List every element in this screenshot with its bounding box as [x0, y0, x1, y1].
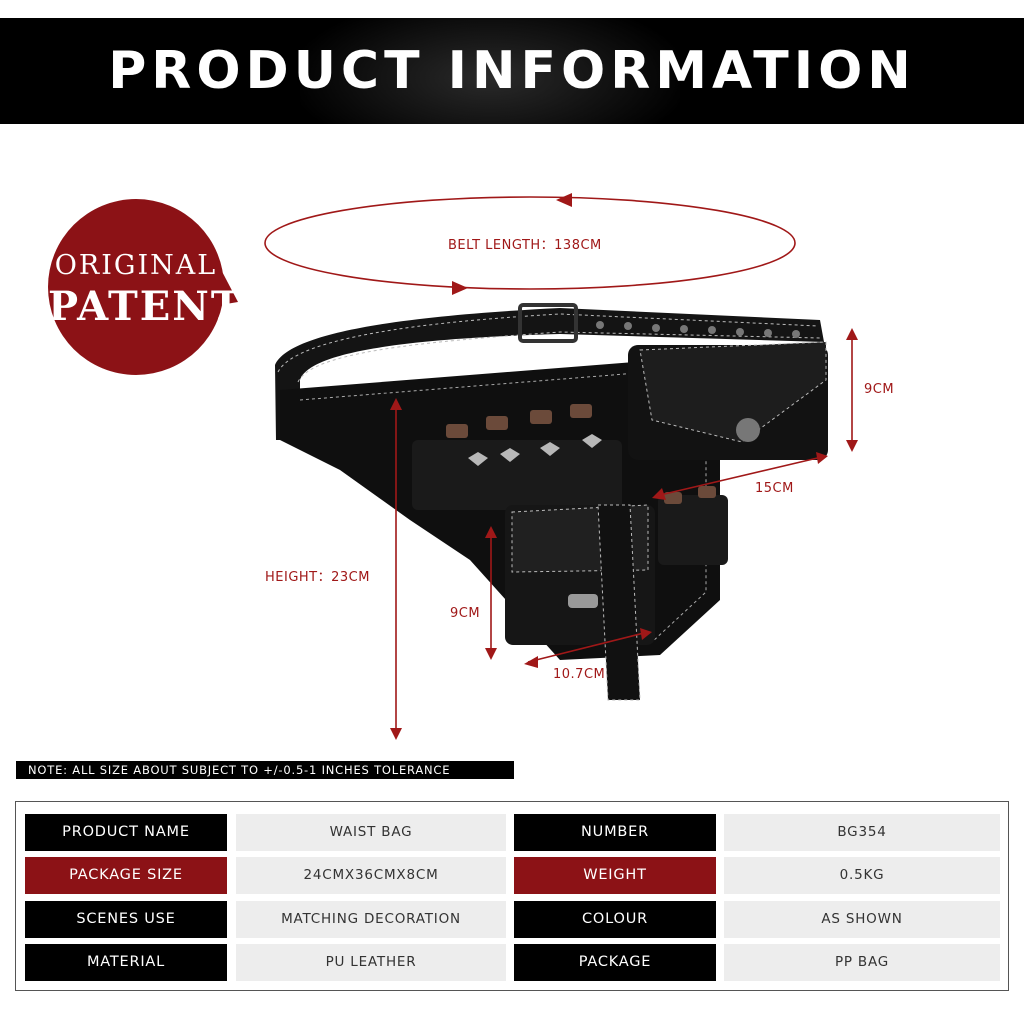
top-pouch-width-label: 15CM	[755, 481, 794, 496]
spec-label-weight: WEIGHT	[514, 857, 716, 894]
header-background-figure	[300, 18, 680, 124]
spec-label-product-name: PRODUCT NAME	[25, 814, 227, 851]
spec-table: PRODUCT NAME WAIST BAG NUMBER BG354 PACK…	[15, 801, 1009, 991]
spec-label-material: MATERIAL	[25, 944, 227, 981]
spec-value-weight: 0.5KG	[724, 857, 1000, 894]
belt-length-ellipse	[264, 193, 796, 295]
front-pouch-height-label: 9CM	[450, 606, 481, 621]
spec-value-material: PU LEATHER	[236, 944, 506, 981]
spec-value-colour: AS SHOWN	[724, 901, 1000, 938]
height-label: HEIGHT：23CM	[265, 570, 370, 585]
spec-value-product-name: WAIST BAG	[236, 814, 506, 851]
vial-holder	[412, 404, 622, 510]
dimension-arrows	[390, 328, 858, 740]
badge-line-patent: PATENT	[48, 283, 243, 330]
top-pouch-height-label: 9CM	[864, 382, 895, 397]
small-vials	[658, 486, 728, 565]
spec-value-number: BG354	[724, 814, 1000, 851]
belt-length-label: BELT LENGTH：138CM	[448, 238, 602, 253]
original-patent-badge	[48, 199, 238, 375]
waist-bag-image	[264, 193, 858, 740]
front-pouch-width-label: 10.7CM	[553, 667, 606, 682]
top-pouch	[628, 341, 828, 460]
spec-label-package: PACKAGE	[514, 944, 716, 981]
spec-value-package-size: 24CMX36CMX8CM	[236, 857, 506, 894]
tolerance-note: NOTE: ALL SIZE ABOUT SUBJECT TO +/-0.5-1…	[16, 761, 514, 779]
spec-value-scenes-use: MATCHING DECORATION	[236, 901, 506, 938]
badge-line-original: ORIGINAL	[54, 250, 218, 281]
spec-label-scenes-use: SCENES USE	[25, 901, 227, 938]
spec-label-colour: COLOUR	[514, 901, 716, 938]
front-pouch	[505, 504, 655, 701]
belt-strap	[275, 303, 824, 445]
header-banner: PRODUCT INFORMATION	[0, 18, 1024, 124]
page-title: PRODUCT INFORMATION	[108, 41, 916, 101]
spec-value-package: PP BAG	[724, 944, 1000, 981]
spec-label-package-size: PACKAGE SIZE	[25, 857, 227, 894]
spec-label-number: NUMBER	[514, 814, 716, 851]
